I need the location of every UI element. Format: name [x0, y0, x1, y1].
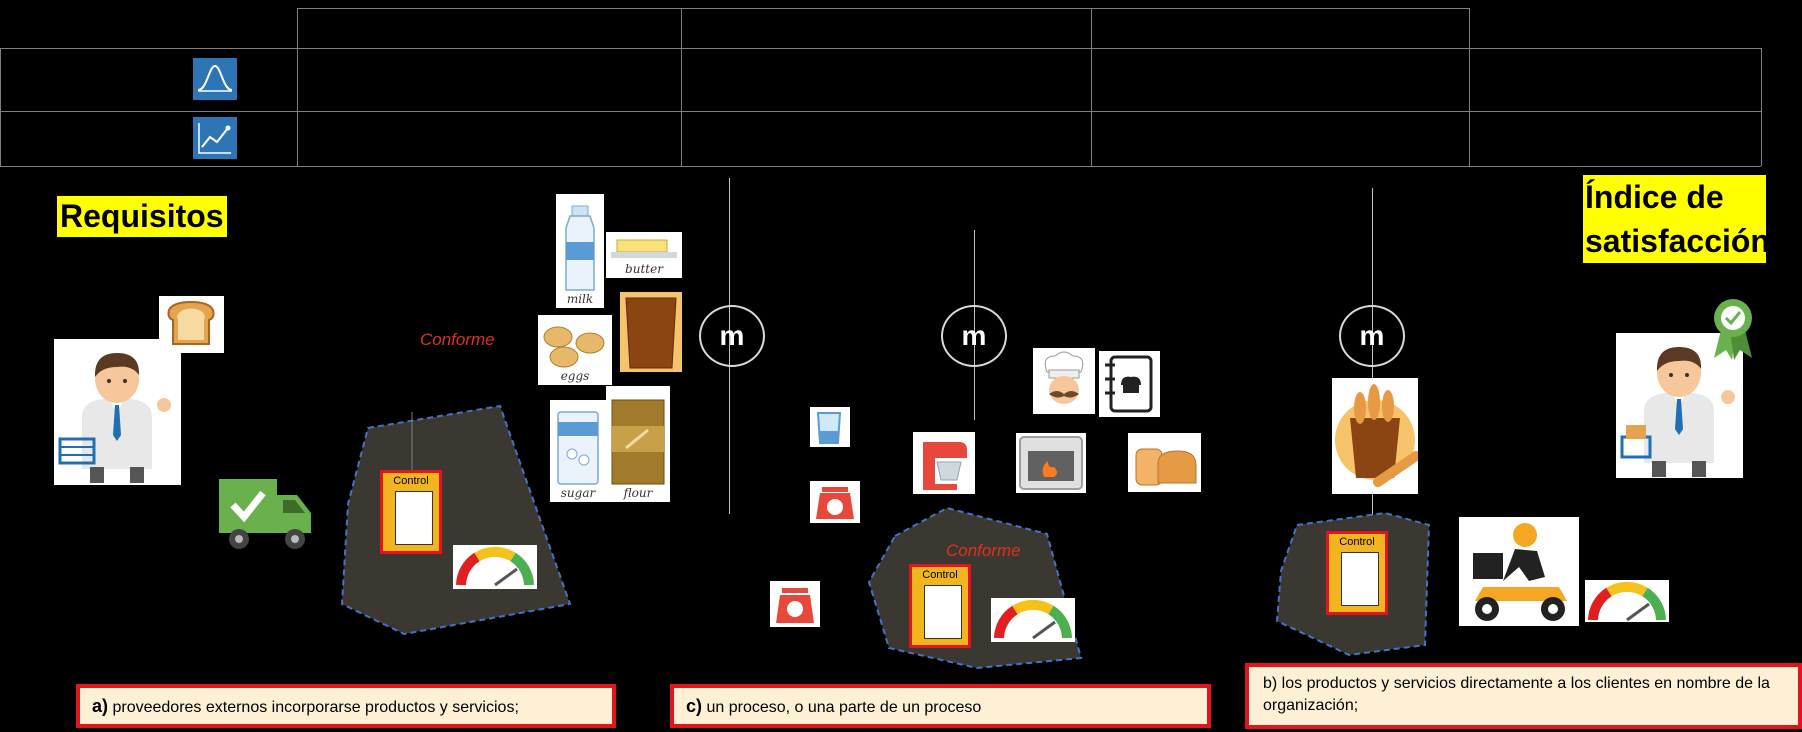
mixer-icon	[913, 432, 975, 494]
chef-icon	[1033, 348, 1095, 414]
bell-curve-icon	[193, 58, 237, 100]
milk-label: milk	[566, 292, 594, 306]
note-c-text: un proceso, o una parte de un proceso	[706, 699, 982, 716]
recipe-book-icon	[1099, 351, 1160, 417]
milk-icon: milk	[556, 194, 604, 308]
sugar-label: sugar	[560, 486, 596, 500]
m-circle-1: m	[699, 305, 765, 367]
note-c-letter: c)	[686, 696, 703, 716]
bread-loaf-icon	[1128, 433, 1201, 492]
note-a: a) proveedores externos incorporarse pro…	[76, 684, 616, 728]
conforme-label-1: Conforme	[420, 330, 495, 349]
eggs-icon: eggs	[538, 315, 612, 385]
note-a-text: proveedores externos incorporarse produc…	[112, 699, 519, 716]
flour-label: flour	[623, 486, 653, 500]
gauge-icon	[453, 545, 537, 589]
sugar-icon: sugar	[550, 400, 606, 502]
measuring-cup-icon	[810, 407, 850, 447]
trend-chart-icon	[193, 117, 237, 159]
control-label-3: Control	[1339, 536, 1375, 548]
bread-bag-icon	[620, 292, 682, 372]
gauge-icon-3	[1585, 580, 1669, 622]
businessman-icon	[54, 339, 181, 485]
kitchen-scale-icon-2	[770, 581, 820, 627]
note-b: b) los productos y servicios directament…	[1245, 663, 1802, 729]
delivery-scooter-icon	[1459, 517, 1579, 626]
m-circle-3: m	[1339, 305, 1405, 367]
butter-icon: butter	[606, 232, 682, 278]
m-circle-2: m	[941, 305, 1007, 367]
conforme-label-2: Conforme	[946, 541, 1021, 560]
control-document-icon: Control	[380, 470, 442, 554]
kitchen-scale-icon	[810, 481, 860, 523]
note-b-text: b) los productos y servicios directament…	[1263, 675, 1770, 714]
control-zone-1	[340, 404, 572, 636]
oven-icon	[1016, 433, 1086, 493]
flour-icon: flour	[606, 386, 670, 502]
requisitos-title: Requisitos	[57, 196, 227, 237]
satisfied-customer-icon	[1616, 333, 1743, 478]
butter-label: butter	[625, 262, 663, 276]
control-label: Control	[393, 475, 429, 487]
indice-satisfaccion-title: Índice de satisfacción	[1583, 175, 1770, 263]
eggs-label: eggs	[560, 369, 590, 383]
award-ribbon-icon	[1710, 296, 1756, 362]
bread-icon	[159, 296, 224, 353]
delivery-truck-icon	[217, 477, 312, 553]
control-zone-2	[867, 506, 1083, 670]
note-c: c) un proceso, o una parte de un proceso	[670, 684, 1211, 728]
control-document-icon-3: Control	[1326, 531, 1388, 615]
gauge-icon-2	[991, 598, 1075, 642]
control-label-2: Control	[922, 569, 958, 581]
control-document-icon-2: Control	[909, 564, 971, 648]
bread-basket-icon	[1332, 378, 1421, 494]
note-a-letter: a)	[92, 696, 109, 716]
